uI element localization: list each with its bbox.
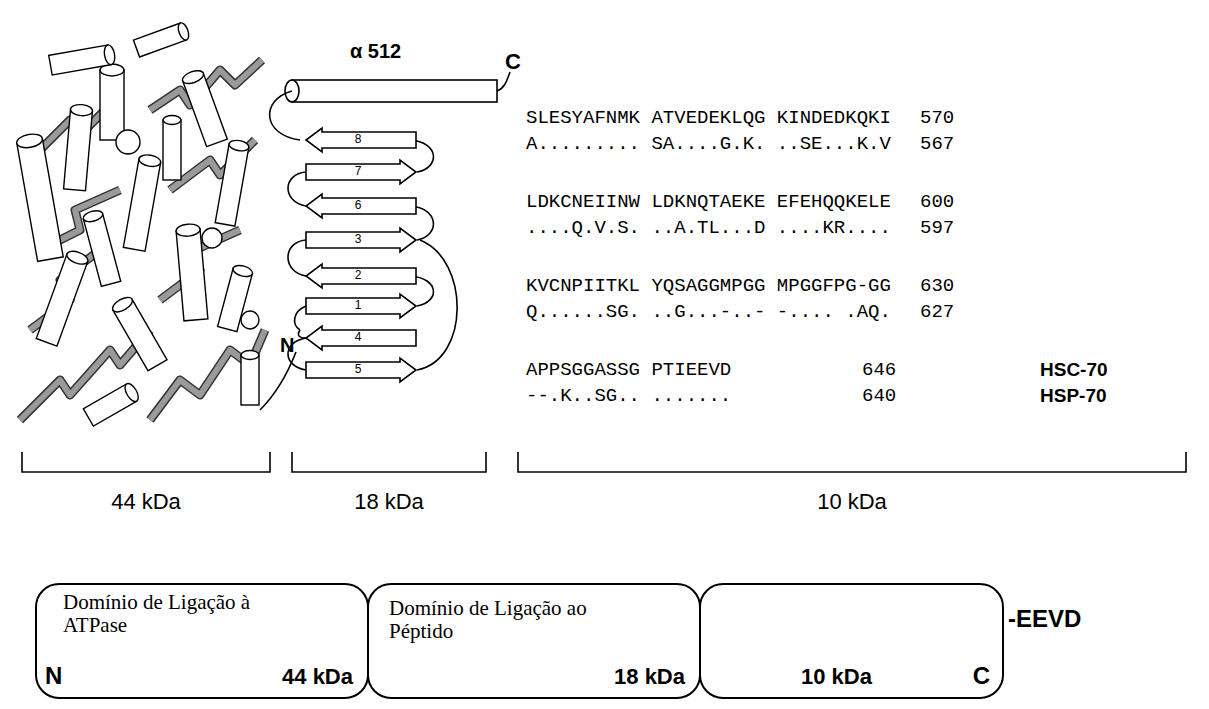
helix-end-on (241, 311, 259, 329)
strand-arrow (306, 160, 416, 184)
sequence-line: SLESYAFNMK ATVEDEKLQG KINDEDKQKI (526, 108, 891, 129)
helix-cylinder (49, 44, 116, 75)
sequence-line: A......... SA....G.K. ..SE...K.V (526, 134, 891, 155)
helix-cylinder (83, 381, 141, 426)
domain-brackets (22, 452, 1186, 472)
residue-number: 597 (920, 218, 954, 239)
mass-label: 44 kDa (111, 490, 181, 514)
domain-name: Domínio de Ligação à ATPase (63, 591, 263, 637)
helix-label: α 512 (350, 40, 401, 62)
helix-end-on (202, 228, 222, 248)
helix-cylinder (241, 351, 259, 406)
loop (298, 330, 306, 338)
strand-arrow (306, 194, 416, 218)
helix-cylinder (292, 80, 497, 102)
residue-number: 640 (862, 386, 896, 407)
c-terminus-line (497, 72, 510, 91)
residue-number: 570 (920, 108, 954, 129)
helix-cylinder (36, 249, 89, 346)
strand-arrow (306, 294, 416, 318)
strand-arrow (306, 264, 416, 288)
strand-number: 7 (355, 165, 362, 178)
helix-cylinder (64, 104, 93, 191)
helix-cylinder (82, 209, 121, 287)
helix-cylinder (123, 153, 161, 251)
strand-arrow (306, 128, 416, 152)
loop (288, 240, 306, 276)
bracket (518, 452, 1186, 472)
domain-name: Domínio de Ligação ao Péptido (389, 597, 609, 643)
bracket (22, 452, 270, 472)
strand-number: 3 (355, 233, 362, 246)
mass-label: 44 kDa (282, 665, 353, 689)
terminus-label: C (505, 50, 521, 74)
helix-cylinder (16, 132, 64, 261)
helix-cylinder (133, 21, 190, 57)
mass-label: 10 kDa (817, 490, 887, 514)
domain-box: Domínio de Ligação à ATPaseN 44 kDa (35, 583, 369, 699)
helix-cylinder (110, 294, 167, 370)
loop (295, 306, 306, 330)
residue-number: 567 (920, 134, 954, 155)
helix-cylinder (181, 68, 227, 146)
sequence-line: APPSGGASSG PTIEEVD (526, 360, 731, 381)
sequence-line: ....Q.V.S. ..A.TL...D ....KR.... (526, 218, 891, 239)
residue-number: 646 (862, 360, 896, 381)
strand-arrow (306, 228, 416, 252)
terminus-label: C (973, 663, 990, 689)
residue-number: 600 (920, 192, 954, 213)
sequence-line: KVCNPIITKL YQSAGGMPGG MPGGFPG-GG (526, 276, 891, 297)
strand-number: 1 (355, 299, 362, 312)
protein-name: HSC-70 (1040, 360, 1108, 381)
sequence-line: LDKCNEIINW LDKNQTAEKE EFEHQQKELE (526, 192, 891, 213)
motif-label: -EEVD (1008, 606, 1081, 632)
loop (417, 240, 457, 370)
beta-ribbon (20, 330, 150, 420)
loop (270, 91, 300, 140)
helix-cylinder (215, 139, 249, 226)
bracket (292, 452, 486, 472)
mass-label: 10 kDa (801, 665, 872, 689)
helix-cylinder (163, 116, 181, 181)
sequence-line: --.K..SG.. ....... (526, 386, 731, 407)
residue-number: 630 (920, 276, 954, 297)
strand-number: 2 (355, 269, 362, 282)
loop (288, 172, 306, 206)
beta-strands (306, 128, 416, 382)
helix-cylinder (100, 64, 124, 140)
domain-box: 10 kDa C (699, 583, 1004, 699)
beta-ribbon (150, 330, 265, 420)
beta-sandwich-topology (260, 72, 510, 410)
atpase-domain-ribbon (16, 21, 265, 426)
terminus-label: N (45, 663, 62, 689)
domain-box: Domínio de Ligação ao Péptido18 kDa (367, 583, 701, 699)
terminus-label: N (280, 334, 294, 356)
strand-number: 6 (355, 199, 362, 212)
protein-name: HSP-70 (1040, 386, 1107, 407)
strand-number: 8 (355, 133, 362, 146)
helix-end-on (116, 130, 140, 154)
beta-ribbon (150, 330, 265, 420)
mass-label: 18 kDa (614, 665, 685, 689)
beta-ribbon (20, 330, 150, 420)
residue-number: 627 (920, 302, 954, 323)
n-terminus-line (260, 352, 296, 410)
strand-number: 5 (355, 363, 362, 376)
strand-arrow (306, 358, 416, 382)
strand-arrow (306, 326, 416, 350)
strand-number: 4 (355, 331, 362, 344)
mass-label: 18 kDa (354, 490, 424, 514)
sequence-line: Q......SG. ..G...-..- -.... .AQ. (526, 302, 891, 323)
